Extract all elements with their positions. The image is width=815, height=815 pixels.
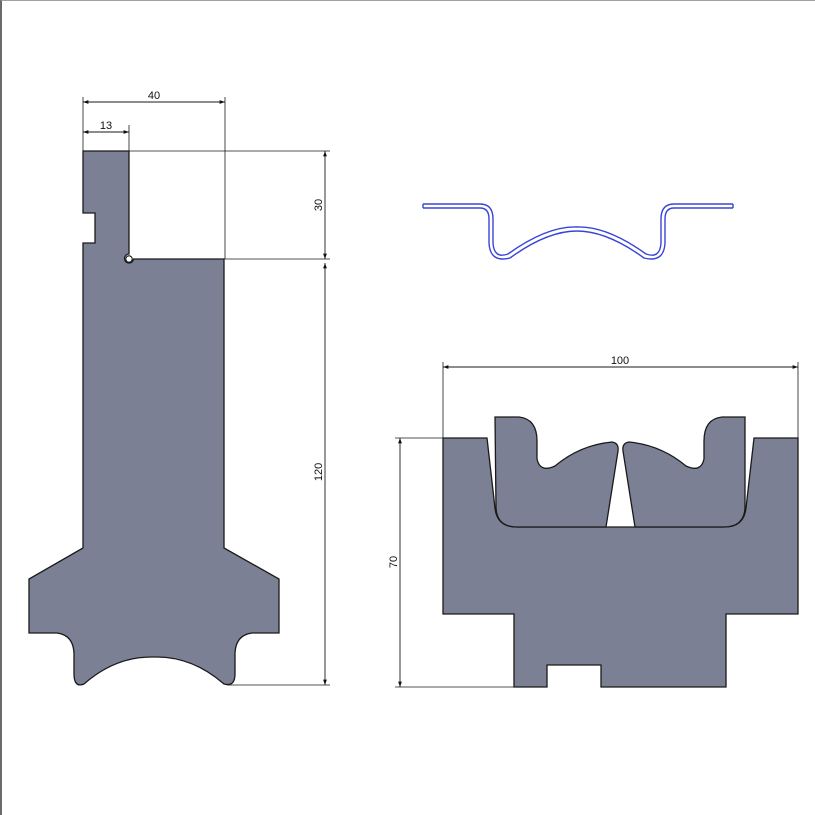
die-part bbox=[442, 416, 799, 688]
punch-dimension-40: 40 bbox=[82, 90, 226, 259]
strip-outer-line bbox=[423, 203, 733, 256]
dim-label-100: 100 bbox=[611, 355, 629, 367]
die-dimension-70: 70 bbox=[388, 437, 514, 688]
dim-label-13: 13 bbox=[100, 120, 112, 132]
punch-dimension-30: 30 bbox=[129, 150, 330, 260]
punch-body bbox=[28, 150, 280, 686]
die-insert-left bbox=[494, 416, 619, 528]
strip-profile bbox=[422, 203, 734, 260]
strip-inner-line bbox=[423, 207, 733, 260]
dim-label-120: 120 bbox=[313, 463, 325, 481]
dim-label-70: 70 bbox=[388, 556, 400, 568]
dim-label-30: 30 bbox=[313, 199, 325, 211]
die-insert-right bbox=[622, 416, 746, 528]
punch-part bbox=[28, 150, 280, 686]
relief-hole bbox=[125, 255, 133, 263]
punch-dimension-120: 120 bbox=[227, 263, 330, 686]
punch-dimension-13: 13 bbox=[82, 120, 130, 151]
die-dimension-100: 100 bbox=[442, 355, 799, 438]
dim-label-40: 40 bbox=[148, 90, 160, 102]
